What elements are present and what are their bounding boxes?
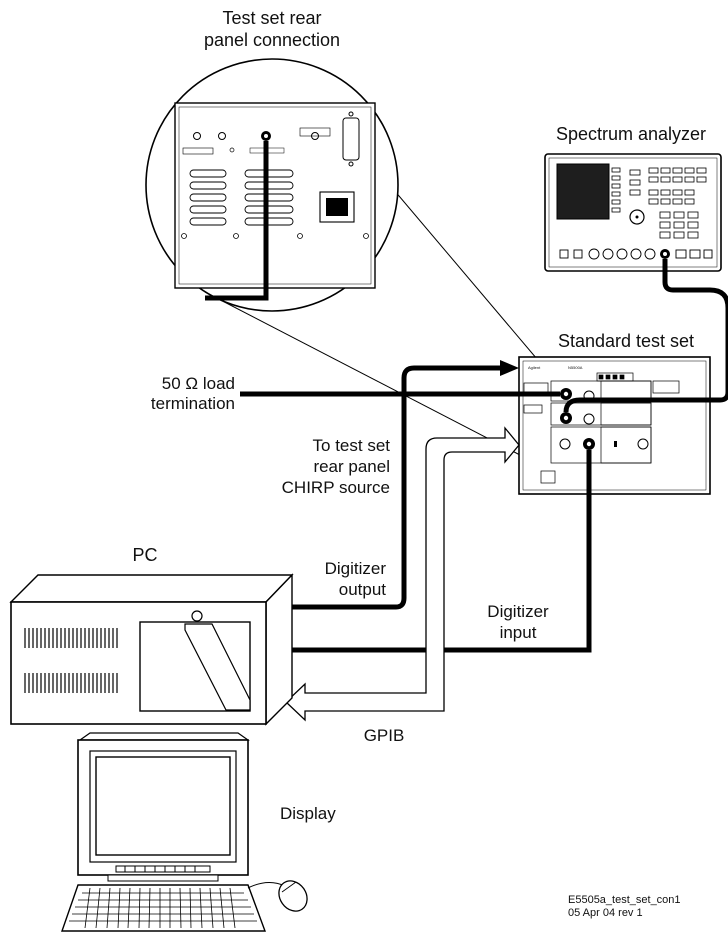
gpib-bus (285, 426, 520, 722)
chirp-label-line2: rear panel (313, 457, 390, 476)
monitor-screen (95, 756, 231, 856)
pc (9, 573, 294, 726)
document-id: E5505a_test_set_con1 (568, 894, 681, 906)
analyzer-keypad (629, 167, 707, 239)
digitizer-input-label-line1: Digitizer (487, 602, 549, 621)
test-set-brand: Agilent (528, 365, 541, 370)
chirp-label-line1: To test set (313, 436, 391, 455)
analyzer-front-buttons (559, 248, 713, 260)
analyzer-softkeys (611, 167, 621, 213)
monitor (61, 732, 308, 932)
digitizer-input-label-line2: input (500, 623, 537, 642)
keyboard-keys (69, 887, 257, 929)
vent-grille-right (244, 169, 294, 226)
pc-label: PC (132, 545, 157, 565)
rear-connector (218, 132, 226, 140)
vent-grille-left (189, 169, 227, 226)
document-date: 05 Apr 04 rev 1 (568, 907, 643, 919)
rear-panel-zoom (145, 58, 549, 456)
gpib-label: GPIB (364, 726, 405, 745)
mouse-cable (247, 882, 286, 889)
interface-port (342, 117, 360, 161)
digitizer-output-label-line2: output (339, 580, 387, 599)
load-termination-label-line2: termination (151, 394, 235, 413)
spectrum-analyzer (544, 153, 722, 272)
chirp-label-line3: CHIRP source (282, 478, 390, 497)
analyzer-knob (629, 209, 645, 225)
mouse (278, 880, 308, 912)
rear-panel-title-line1: Test set rear (222, 8, 321, 28)
rear-panel (174, 102, 376, 289)
standard-test-set: Agilent N5500A (518, 356, 711, 495)
spectrum-analyzer-label: Spectrum analyzer (556, 124, 706, 144)
pc-vent-lower (24, 673, 118, 693)
rear-panel-title-line2: panel connection (204, 30, 340, 50)
test-set-knobs (559, 390, 649, 450)
pc-vent-upper (24, 628, 118, 648)
digitizer-output-arrow (500, 360, 519, 376)
keyboard (61, 884, 267, 932)
chirp-cable-rear (205, 141, 269, 301)
load-termination-label-line1: 50 Ω load (162, 374, 235, 393)
display-label: Display (280, 804, 336, 823)
test-set-model: N5500A (568, 365, 583, 370)
power-inlet (319, 191, 355, 223)
zoom-line-lower (204, 291, 521, 456)
rear-connector (193, 132, 201, 140)
analyzer-screen (556, 163, 610, 220)
digitizer-output-cable (290, 365, 503, 610)
digitizer-output-label-line1: Digitizer (325, 559, 387, 578)
monitor-base (107, 865, 219, 882)
standard-test-set-label: Standard test set (558, 331, 694, 351)
pc-lock (191, 610, 203, 622)
digitizer-input-cable (290, 450, 592, 653)
analyzer-cable (563, 259, 728, 413)
